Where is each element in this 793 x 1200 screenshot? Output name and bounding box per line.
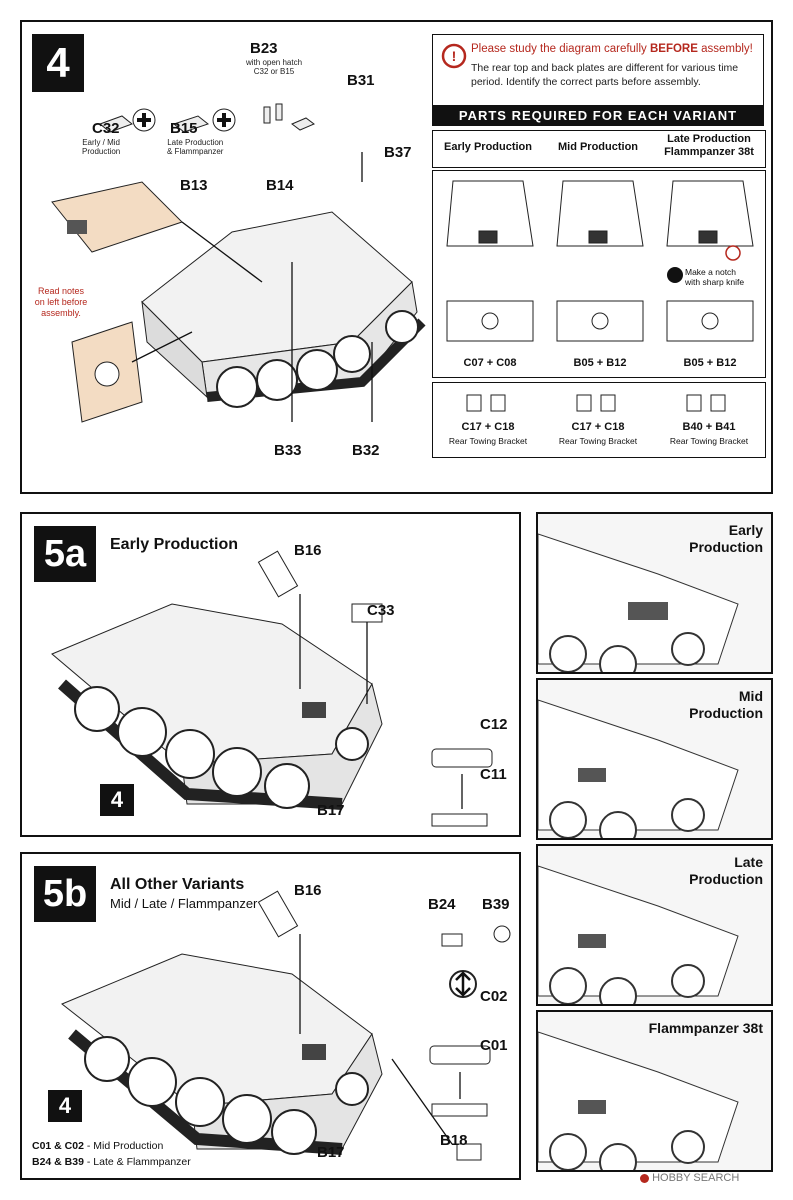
side-view-late: Late Production (536, 844, 773, 1006)
watermark-logo-icon (640, 1173, 649, 1183)
brackets-box: C17 + C18 C17 + C18 B40 + B41 Rear Towin… (432, 382, 766, 458)
step-5b-panel: 5b All Other Variants Mid / Late / Flamm… (20, 852, 521, 1180)
bracket-parts-mid: C17 + C18 (571, 421, 625, 433)
variant-late: Late Production Flammpanzer 38t (664, 133, 754, 158)
notch-note: Make a notch with sharp knife (685, 267, 745, 287)
step-5b-ref: 4 (48, 1090, 82, 1122)
part-b37: B37 (384, 144, 412, 161)
side-view-late-label: Late Production (689, 854, 763, 887)
step-5a-panel: 5a Early Production 4 B16 C33 C12 C11 B1… (20, 512, 521, 837)
step-5a-tank-drawing (51, 550, 493, 827)
step-5a-ref: 4 (100, 784, 134, 816)
part-b15: B15 (170, 120, 198, 137)
tank-hull-drawing (51, 152, 426, 423)
part-5a-c12: C12 (480, 716, 508, 733)
part-b32: B32 (352, 442, 380, 459)
knife-icon (667, 267, 683, 283)
part-5b-b17: B17 (317, 1144, 345, 1161)
bracket-label-early: Rear Towing Bracket (448, 436, 528, 446)
bracket-label-mid: Rear Towing Bracket (558, 436, 638, 446)
svg-text:!: ! (452, 48, 457, 64)
step-5b-number: 5b (34, 866, 96, 922)
part-5a-b17: B17 (317, 802, 345, 819)
parts-required-header: PARTS REQUIRED FOR EACH VARIANT (432, 106, 764, 126)
part-5b-c02: C02 (480, 988, 508, 1005)
step-4-panel: 4 C32 Early / Mid Production B15 Late Pr… (20, 20, 773, 494)
part-b31: B31 (347, 72, 375, 89)
step-5a-title: Early Production (110, 536, 239, 553)
step-5b-tank-drawing (61, 890, 511, 1161)
part-5b-b18: B18 (440, 1132, 468, 1149)
part-5b-b16: B16 (294, 882, 322, 899)
part-b13: B13 (180, 177, 208, 194)
part-5a-b16: B16 (294, 542, 322, 559)
side-view-late-drawing (538, 865, 739, 1004)
read-notes-label: Read notes on left before assembly. (34, 286, 88, 318)
step-5b-subtitle: Mid / Late / Flammpanzer (110, 896, 258, 911)
part-5a-c11: C11 (480, 766, 507, 783)
variant-header-row: Early Production Mid Production Late Pro… (432, 130, 766, 168)
part-5a-c33: C33 (367, 602, 395, 619)
part-5b-c01: C01 (480, 1037, 508, 1054)
plate-parts-early: C07 + C08 (463, 357, 517, 369)
variant-note-2: B24 & B39 - Late & Flammpanzer (32, 1156, 191, 1168)
part-5b-b24: B24 (428, 896, 456, 913)
side-view-mid: Mid Production (536, 678, 773, 840)
step-5a-number: 5a (34, 526, 96, 582)
side-view-early: Early Production (536, 512, 773, 674)
part-b23: B23 (250, 40, 278, 57)
part-c32-note: Early / Mid Production (82, 138, 121, 156)
bracket-parts-late: B40 + B41 (682, 421, 736, 433)
tow-brackets-drawing (466, 394, 726, 412)
part-b33: B33 (274, 442, 302, 459)
side-view-early-drawing (538, 533, 739, 672)
plate-parts-late: B05 + B12 (683, 357, 737, 369)
part-b15-note: Late Production & Flammpanzer (167, 138, 224, 156)
variant-mid: Mid Production (557, 141, 639, 153)
warning-title: Please study the diagram carefully BEFOR… (471, 43, 753, 55)
part-b14: B14 (266, 177, 294, 194)
bracket-label-late: Rear Towing Bracket (669, 436, 749, 446)
warning-body: The rear top and back plates are differe… (471, 62, 739, 88)
variant-early: Early Production (443, 141, 533, 153)
side-view-mid-drawing (538, 699, 739, 838)
part-b23-note: with open hatch C32 or B15 (246, 58, 303, 76)
bracket-parts-early: C17 + C18 (461, 421, 515, 433)
plate-parts-mid: B05 + B12 (573, 357, 627, 369)
hatch-parts-drawing (98, 103, 315, 133)
step-5b-title: All Other Variants (110, 876, 245, 893)
side-view-flammpanzer: Flammpanzer 38t (536, 1010, 773, 1172)
side-view-early-label: Early Production (689, 522, 763, 555)
side-view-flammpanzer-drawing (538, 1031, 739, 1170)
part-c32: C32 (92, 120, 120, 137)
rear-plates-drawing (446, 180, 754, 342)
plates-box: Make a notch with sharp knife C07 + C08 … (432, 170, 766, 378)
side-view-mid-label: Mid Production (689, 688, 763, 721)
variant-note-1: C01 & C02 - Mid Production (32, 1140, 164, 1152)
part-5b-b39: B39 (482, 896, 510, 913)
step-4-number: 4 (32, 34, 84, 92)
side-view-flammpanzer-label: Flammpanzer 38t (648, 1020, 763, 1036)
warning-icon: ! (441, 43, 467, 69)
watermark: HOBBY SEARCH (640, 1172, 739, 1184)
warning-box: ! Please study the diagram carefully BEF… (432, 34, 764, 106)
